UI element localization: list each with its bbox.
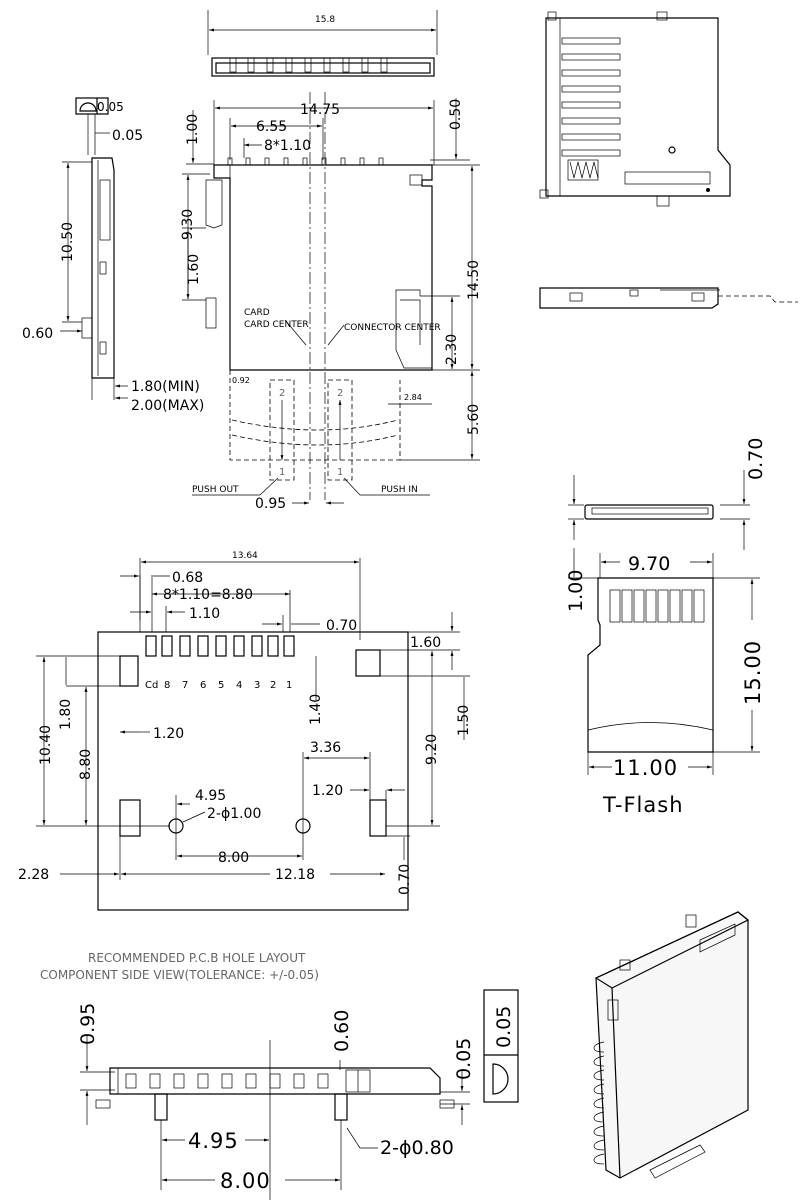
pcb-caption-line1: RECOMMENDED P.C.B HOLE LAYOUT <box>88 951 306 965</box>
tflash-contacts <box>609 589 705 623</box>
push-out-label: PUSH OUT <box>192 485 239 495</box>
front-mark-1-right: 1 <box>337 467 343 478</box>
pcb-dim-1040: 10.40 <box>38 725 54 765</box>
front-dim-left-small: 0.92 <box>232 376 250 385</box>
pin-label-cd: Cd <box>145 680 158 691</box>
bottom-dim-800: 8.00 <box>220 1169 271 1193</box>
pin-label-6: 6 <box>200 680 206 691</box>
pcb-dim-pitch: 8*1.10=8.80 <box>163 587 253 603</box>
pcb-dim-120-left: 1.20 <box>153 726 184 742</box>
card-center-line1: CARD <box>244 308 270 318</box>
pcb-dim-070: 0.70 <box>326 618 357 634</box>
front-dim-eject: 5.60 <box>466 404 482 435</box>
pcb-dim-150: 1.50 <box>456 705 472 736</box>
pcb-dim-495: 4.95 <box>195 788 226 804</box>
connector-iso-view <box>539 11 731 207</box>
connector-center-label: CONNECTOR CENTER <box>344 323 441 333</box>
front-dim-right-low: 2.30 <box>444 334 460 365</box>
pcb-dim-920: 9.20 <box>424 734 440 765</box>
front-dim-height: 9.30 <box>180 209 196 240</box>
pcb-dim-160: 1.60 <box>410 635 441 651</box>
pcb-dim-140: 1.40 <box>308 694 324 725</box>
front-dim-right-small: 2.84 <box>404 393 422 402</box>
side-dim-left: 0.60 <box>22 326 53 342</box>
pcb-dim-1218: 12.18 <box>275 867 315 883</box>
side-dim-max: 2.00(MAX) <box>131 398 204 414</box>
pin-label-1: 1 <box>286 680 292 691</box>
front-dim-total-height: 14.50 <box>466 260 482 300</box>
pin-label-7: 7 <box>182 680 188 691</box>
tflash-dim-contact-width: 9.70 <box>628 553 670 575</box>
top-contacts <box>229 57 388 73</box>
front-view: 14.75 6.55 8*1.10 1.00 0.50 <box>180 92 482 512</box>
bottom-flatness-value: 0.05 <box>493 1006 515 1048</box>
pin-label-2: 2 <box>270 680 276 691</box>
front-dim-top-right: 0.50 <box>448 99 464 130</box>
tflash-title: T-Flash <box>602 793 684 817</box>
card-center-label: CARD CENTER <box>244 320 309 330</box>
front-contacts <box>227 157 384 166</box>
pcb-dim-336: 3.36 <box>310 740 341 756</box>
pcb-dim-180: 1.80 <box>58 699 74 730</box>
pcb-dim-120-right: 1.20 <box>312 783 343 799</box>
top-view: 15.8 <box>207 10 438 77</box>
tflash-dim-width: 11.00 <box>613 756 678 780</box>
bottom-dim-060: 0.60 <box>331 1010 353 1052</box>
pcb-dim-110: 1.10 <box>189 606 220 622</box>
front-dim-pitch: 8*1.10 <box>264 138 311 154</box>
connector-side-view-right <box>539 287 798 309</box>
pcb-dim-800: 8.00 <box>218 850 249 866</box>
side-dim-top: 0.05 <box>112 128 143 144</box>
tflash-dim-notch: 1.00 <box>565 570 587 612</box>
side-flatness-value: 0.05 <box>97 100 124 114</box>
pcb-dim-228: 2.28 <box>18 867 49 883</box>
pcb-dim-880: 8.80 <box>78 749 94 780</box>
front-mark-1-left: 1 <box>279 467 285 478</box>
tflash-dim-thickness: 0.70 <box>745 438 767 480</box>
front-dim-body-width: 14.75 <box>300 102 340 118</box>
front-mark-2-right: 2 <box>337 388 343 399</box>
front-dim-left-mid: 1.60 <box>186 254 202 285</box>
front-mark-2-left: 2 <box>279 388 285 399</box>
pcb-dim-068: 0.68 <box>172 570 203 586</box>
connector-iso-view-bottom <box>593 911 750 1179</box>
bottom-contacts <box>125 1073 329 1089</box>
top-width-label: 15.8 <box>315 15 335 25</box>
tflash-dim-length: 15.00 <box>741 640 765 705</box>
front-dim-centers: 0.95 <box>255 496 286 512</box>
front-dim-offset: 6.55 <box>256 119 287 135</box>
tflash-card: 0.70 9.70 1.00 15.00 11.00 T-F <box>565 438 767 817</box>
pin-label-4: 4 <box>236 680 242 691</box>
side-view: 0.05 0.05 10.50 0.60 1.80(MIN) 2.00(MAX) <box>22 97 204 414</box>
bottom-dim-holes: 2-ϕ0.80 <box>380 1137 454 1159</box>
push-in-label: PUSH IN <box>381 485 418 495</box>
pcb-dim-top: 13.64 <box>232 551 258 561</box>
side-dim-height: 10.50 <box>60 222 76 262</box>
pcb-layout: 13.64 0.68 8*1.10=8.80 1.10 0.70 Cd <box>18 551 472 982</box>
bottom-dim-495: 4.95 <box>188 1129 239 1153</box>
pin-label-3: 3 <box>254 680 260 691</box>
pcb-dim-holes: 2-ϕ1.00 <box>207 806 261 822</box>
pcb-dim-070-low: 0.70 <box>397 864 413 895</box>
pcb-pads <box>145 635 295 657</box>
pcb-caption-line2: COMPONENT SIDE VIEW(TOLERANCE: +/-0.05) <box>40 968 319 982</box>
bottom-dim-005: 0.05 <box>453 1038 475 1080</box>
front-dim-top-left: 1.00 <box>185 114 201 145</box>
iso-contacts <box>561 37 621 157</box>
bottom-view: 0.95 0.60 0.05 0.05 <box>77 989 519 1200</box>
side-dim-min: 1.80(MIN) <box>131 379 200 395</box>
pin-label-5: 5 <box>218 680 224 691</box>
bottom-dim-095: 0.95 <box>77 1003 99 1045</box>
iso-bottom-contacts <box>593 1041 605 1165</box>
pin-label-8: 8 <box>164 680 170 691</box>
